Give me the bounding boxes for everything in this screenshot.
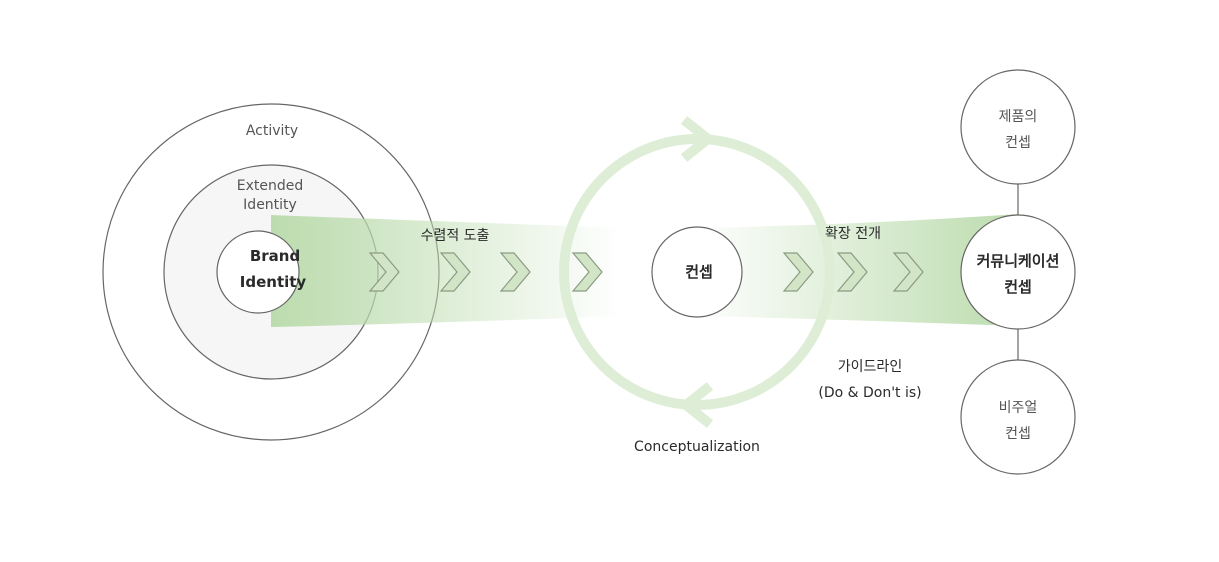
cycle-arrow-top-icon [680, 116, 717, 162]
guideline-label-line2: (Do & Don't is) [818, 385, 921, 401]
chevron-right-icon [439, 252, 471, 292]
chevron-right-icon [571, 252, 603, 292]
visual-concept-label-line2: 컨셉 [1005, 426, 1031, 442]
chevron-right-icon [892, 252, 924, 292]
communication-concept-label-line1: 커뮤니케이션 [977, 252, 1060, 270]
activity-label: Activity [246, 123, 298, 139]
conceptualization-label: Conceptualization [634, 439, 760, 455]
chevron-right-icon [499, 252, 531, 292]
product-concept-label-line2: 컨셉 [1005, 135, 1031, 151]
brand-identity-label-line2: Identity [240, 273, 307, 291]
communication-concept-circle [960, 214, 1076, 330]
chevron-right-icon [836, 252, 868, 292]
converge-chevrons [368, 252, 603, 292]
converge-label: 수렴적 도출 [421, 228, 490, 244]
communication-concept-label-line2: 컨셉 [1004, 278, 1032, 296]
chevron-right-icon [368, 252, 400, 292]
product-concept-circle [960, 69, 1076, 185]
visual-concept-circle [960, 359, 1076, 475]
product-concept-label-line1: 제품의 [999, 109, 1038, 125]
conceptualization-cycle-ring [559, 134, 835, 410]
concept-label: 컨셉 [685, 263, 713, 281]
concept-circle [651, 226, 743, 318]
expand-label: 확장 전개 [825, 226, 881, 242]
extended-identity-label-line1: Extended [237, 178, 304, 194]
visual-concept-label-line1: 비주얼 [999, 400, 1038, 416]
converge-band [271, 215, 622, 327]
chevron-right-icon [782, 252, 814, 292]
expand-chevrons [782, 252, 924, 292]
guideline-label-line1: 가이드라인 [838, 359, 902, 375]
brand-identity-circle [216, 230, 300, 314]
brand-identity-label-line1: Brand [250, 247, 300, 265]
cycle-arrow-bottom-icon [677, 382, 714, 428]
extended-identity-label-line2: Identity [243, 197, 297, 213]
